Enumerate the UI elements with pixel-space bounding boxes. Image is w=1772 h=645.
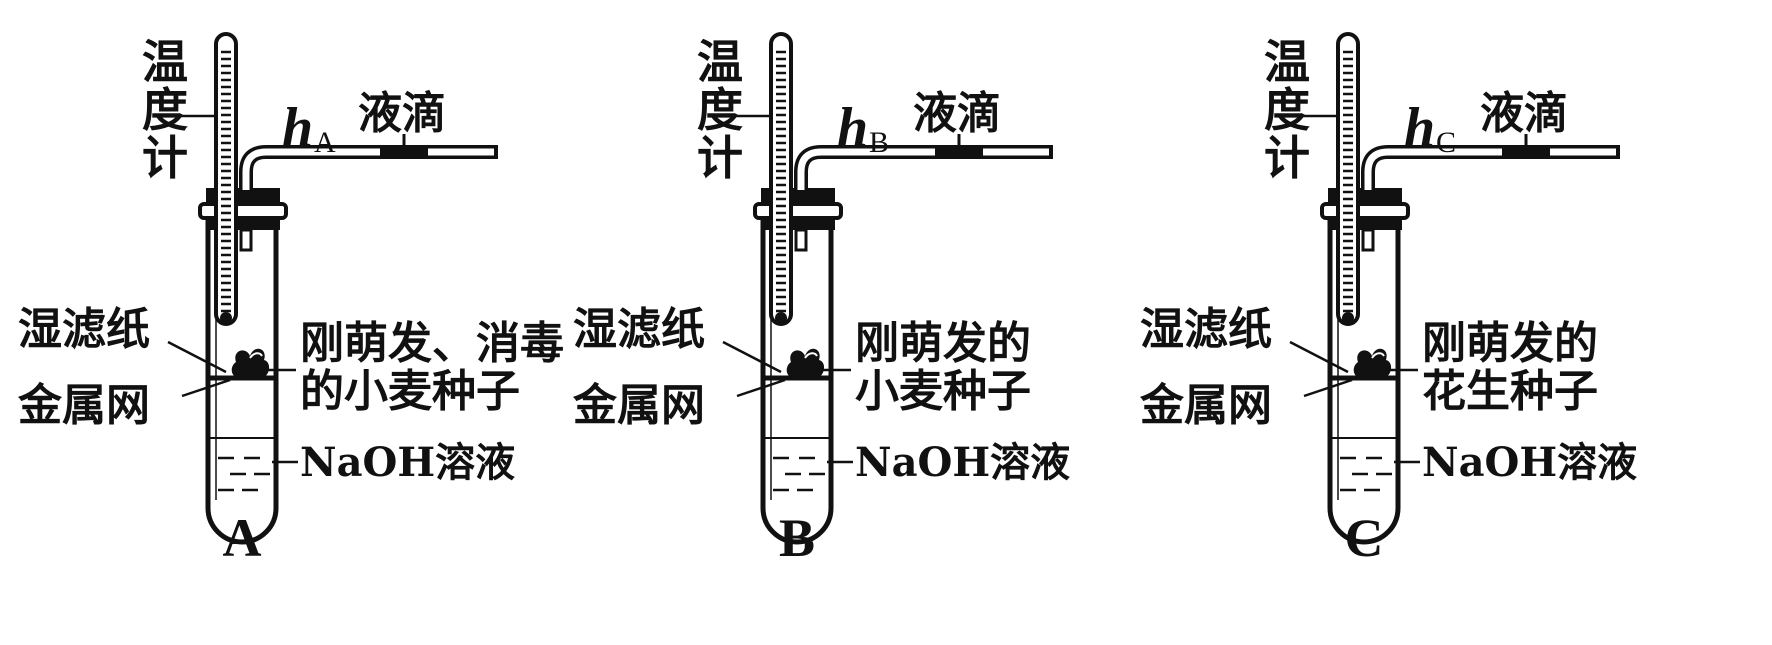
solution-label: NaOH溶液 xyxy=(1422,439,1637,486)
height-subscript: A xyxy=(314,126,336,159)
solution-label: NaOH溶液 xyxy=(300,439,515,486)
test-tube xyxy=(1327,218,1401,545)
thermometer-scale xyxy=(221,50,231,313)
stopper-ring xyxy=(753,202,843,220)
apparatus-letter: C xyxy=(1345,508,1384,568)
stopper-ring xyxy=(1320,202,1410,220)
glass-tube-bore xyxy=(242,148,494,190)
glass-tube-inner-segment xyxy=(794,228,808,252)
glass-tube-inner-segment xyxy=(239,228,253,252)
solution-hatching xyxy=(1340,456,1392,492)
height-symbol: h xyxy=(837,97,868,159)
filter-paper-label: 湿滤纸 xyxy=(1140,304,1272,355)
seed-highlight xyxy=(249,352,263,359)
seeds xyxy=(231,348,270,378)
liquid-droplet xyxy=(1502,148,1550,157)
height-symbol: h xyxy=(282,97,313,159)
thermometer-label: 度 xyxy=(697,83,743,137)
filter-paper-label: 湿滤纸 xyxy=(573,304,705,355)
seed-highlight xyxy=(1371,352,1385,359)
seeds xyxy=(1353,348,1392,378)
thermometer-label: 计 xyxy=(1264,131,1310,185)
filter-paper-leader xyxy=(167,340,227,374)
metal-mesh-leader xyxy=(736,378,786,398)
thermometer-bulb xyxy=(220,312,232,324)
glass-tube-bore xyxy=(1364,148,1616,190)
metal-mesh-leader xyxy=(181,378,231,398)
height-subscript: C xyxy=(1436,126,1456,159)
seeds xyxy=(786,348,825,378)
seed-highlight xyxy=(804,352,818,359)
stopper-ring xyxy=(198,202,288,220)
seeds-label: 刚萌发的 xyxy=(855,318,1031,369)
filter-paper-leader xyxy=(722,340,782,374)
thermometer-label: 度 xyxy=(142,83,188,137)
height-subscript: B xyxy=(869,126,889,159)
filter-paper-leader xyxy=(1289,340,1349,374)
thermometer-label: 温 xyxy=(142,35,188,89)
metal-mesh-leader xyxy=(1303,378,1353,398)
glass-tube-inner-segment xyxy=(1361,228,1375,252)
thermometer-label: 计 xyxy=(697,131,743,185)
seeds-label: 刚萌发的 xyxy=(1422,318,1598,369)
thermometer-label: 度 xyxy=(1264,83,1310,137)
height-symbol: h xyxy=(1404,97,1435,159)
seeds-label: 的小麦种子 xyxy=(300,366,520,417)
thermometer-bulb xyxy=(1342,312,1354,324)
thermometer-bulb xyxy=(775,312,787,324)
thermometer-scale xyxy=(1343,50,1353,313)
test-tube xyxy=(760,218,834,545)
seeds-label: 刚萌发、消毒 xyxy=(300,318,564,369)
solution-hatching xyxy=(773,456,825,492)
metal-mesh-label: 金属网 xyxy=(17,380,150,431)
seeds-label: 小麦种子 xyxy=(855,366,1031,417)
liquid-droplet xyxy=(380,148,428,157)
apparatus-letter: B xyxy=(779,508,815,568)
seeds-label: 花生种子 xyxy=(1422,366,1598,417)
droplet-label: 液滴 xyxy=(358,88,446,139)
solution-label: NaOH溶液 xyxy=(855,439,1070,486)
thermometer-scale xyxy=(776,50,786,313)
solution-hatching xyxy=(218,456,270,492)
droplet-label: 液滴 xyxy=(913,88,1001,139)
thermometer-label: 温 xyxy=(1264,35,1310,89)
thermometer-label: 温 xyxy=(697,35,743,89)
filter-paper-label: 湿滤纸 xyxy=(18,304,150,355)
glass-tube-bore xyxy=(797,148,1049,190)
test-tube xyxy=(205,218,279,545)
thermometer-label: 计 xyxy=(142,131,188,185)
liquid-droplet xyxy=(935,148,983,157)
droplet-label: 液滴 xyxy=(1480,88,1568,139)
metal-mesh-label: 金属网 xyxy=(572,380,705,431)
apparatus-letter: A xyxy=(223,508,262,568)
metal-mesh-label: 金属网 xyxy=(1139,380,1272,431)
